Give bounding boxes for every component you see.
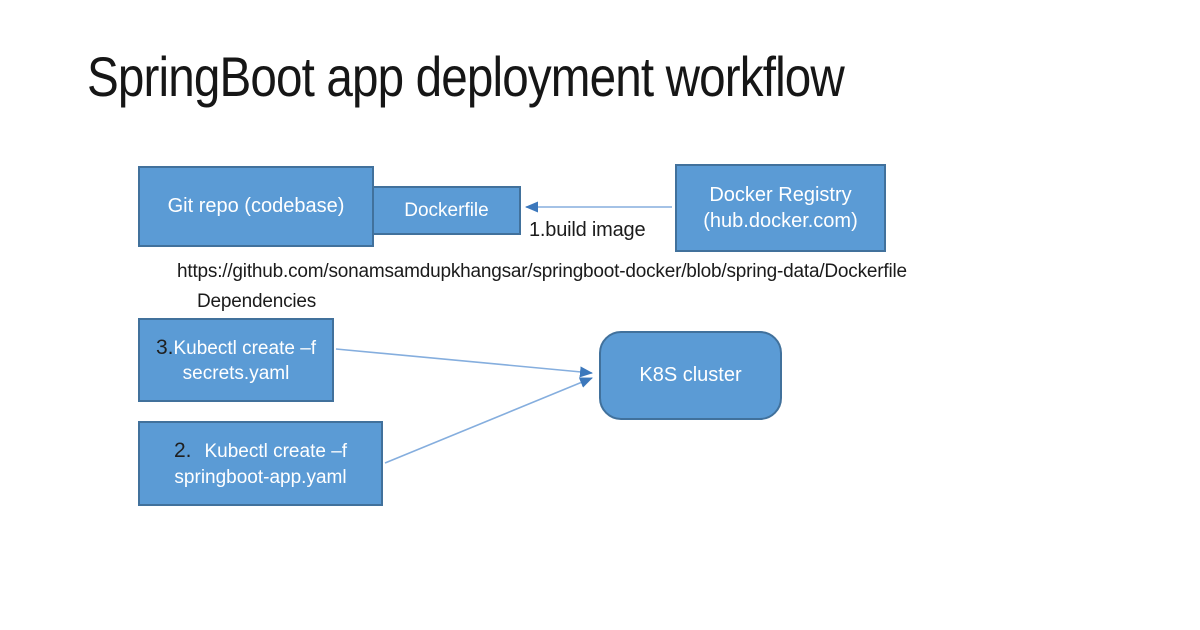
step2-line1: 2. Kubectl create –f	[174, 437, 347, 465]
step3-kubectl-secrets-box: 3. Kubectl create –f secrets.yaml	[138, 318, 334, 402]
dockerfile-label: Dockerfile	[404, 199, 489, 221]
k8s-cluster-label: K8S cluster	[639, 364, 742, 387]
arrow-step2-to-k8s	[384, 377, 593, 464]
k8s-cluster-box: K8S cluster	[599, 331, 782, 420]
dockerfile-box: Dockerfile	[372, 186, 521, 235]
step3-command: Kubectl create –f	[173, 337, 317, 359]
dependencies-label: Dependencies	[197, 291, 317, 312]
step2-command: Kubectl create –f	[204, 441, 348, 463]
build-image-label: 1.build image	[529, 219, 646, 241]
step2-number: 2.	[173, 439, 192, 463]
step3-file: secrets.yaml	[182, 363, 290, 385]
slide-title: SpringBoot app deployment workflow	[87, 45, 845, 108]
git-repo-box: Git repo (codebase)	[138, 166, 374, 247]
step2-kubectl-app-box: 2. Kubectl create –f springboot-app.yaml	[138, 421, 383, 506]
step2-file: springboot-app.yaml	[174, 466, 347, 488]
git-repo-label: Git repo (codebase)	[167, 195, 345, 218]
docker-registry-line1: Docker Registry	[709, 183, 852, 206]
step3-number: 3.	[155, 335, 174, 359]
step3-line1: 3. Kubectl create –f	[156, 334, 316, 362]
github-url-label: https://github.com/sonamsamdupkhangsar/s…	[177, 261, 907, 282]
docker-registry-box: Docker Registry (hub.docker.com)	[675, 164, 886, 252]
arrow-step3-to-k8s	[335, 348, 593, 378]
docker-registry-line2: (hub.docker.com)	[703, 210, 858, 232]
